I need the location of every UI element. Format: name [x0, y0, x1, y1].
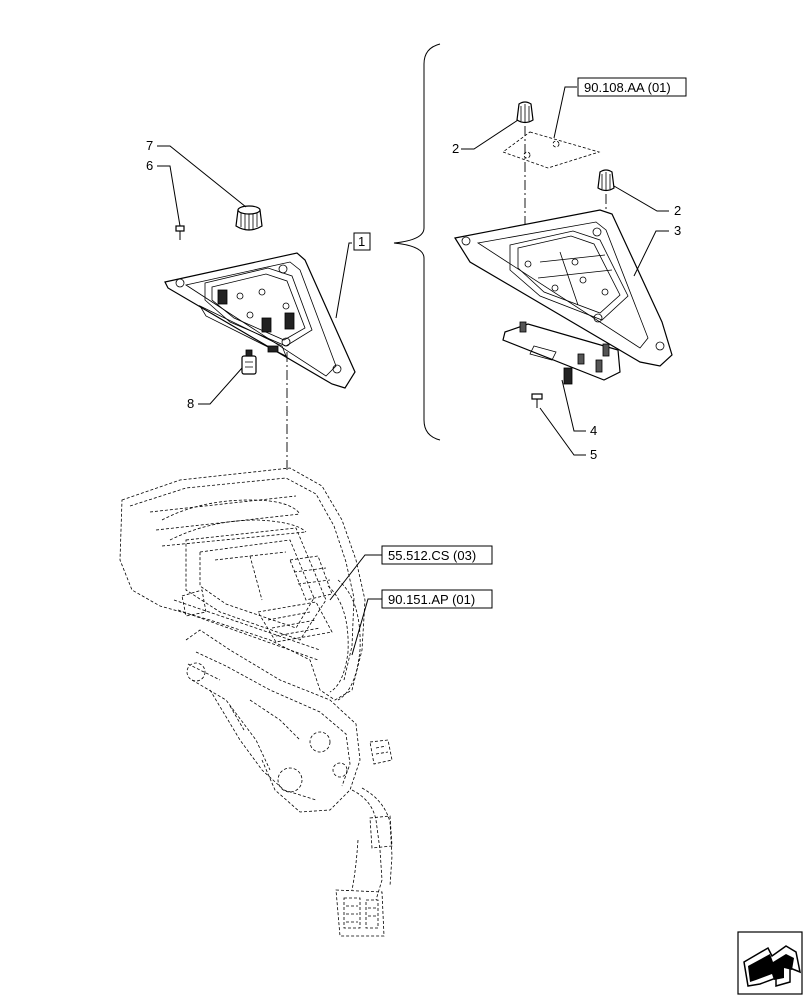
callout-7: 7 — [146, 138, 153, 153]
callout-8: 8 — [187, 396, 194, 411]
knob-2a-icon — [516, 101, 534, 124]
console-assembly — [119, 467, 393, 937]
callout-3: 3 — [674, 223, 681, 238]
detail-bracket — [393, 43, 441, 441]
left-panel-assembly — [164, 205, 356, 389]
ref-box-mid[interactable]: 55.512.CS (03) — [381, 545, 493, 565]
callout-1-box — [353, 232, 371, 251]
callout-5: 5 — [590, 447, 597, 462]
ref-box-low[interactable]: 90.151.AP (01) — [381, 589, 493, 609]
callout-2b: 2 — [674, 203, 681, 218]
right-panel-assembly — [454, 101, 673, 408]
callout-4: 4 — [590, 423, 597, 438]
knob-2b-icon — [597, 169, 615, 192]
knob-7-icon — [235, 205, 263, 231]
pcb-components-icon — [519, 321, 610, 385]
callout-6: 6 — [146, 158, 153, 173]
next-page-arrow-icon[interactable] — [737, 931, 803, 995]
knob-icon — [217, 289, 295, 333]
ref-box-top[interactable]: 90.108.AA (01) — [577, 77, 687, 97]
callout-1: 1 — [358, 234, 365, 249]
ref-label-low[interactable]: 90.151.AP (01) — [388, 592, 475, 607]
screw-5-icon — [531, 393, 543, 408]
connector-8-icon — [241, 349, 257, 375]
ref-label-mid[interactable]: 55.512.CS (03) — [388, 548, 476, 563]
callout-2a: 2 — [452, 141, 459, 156]
screw-6-icon — [175, 225, 185, 240]
ref-label-top[interactable]: 90.108.AA (01) — [584, 80, 671, 95]
